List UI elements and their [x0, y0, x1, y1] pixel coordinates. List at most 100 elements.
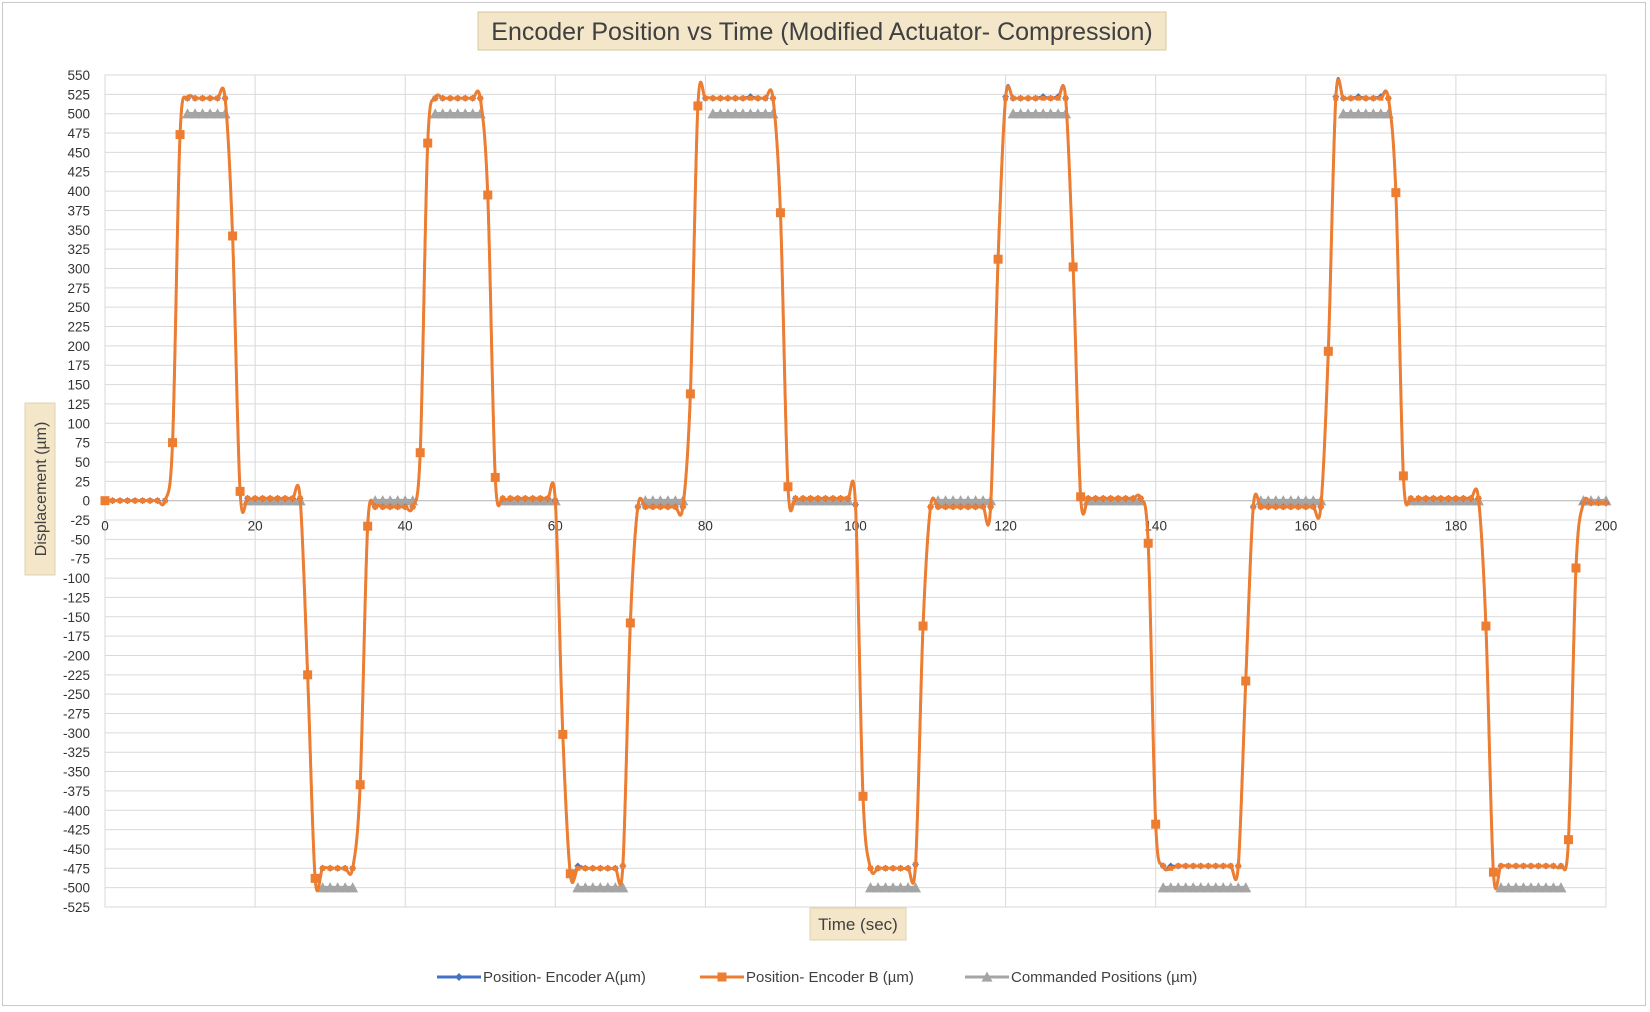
encoder-b-point-small — [1588, 500, 1594, 506]
commanded-point — [587, 882, 599, 893]
encoder-b-point-small — [1378, 95, 1384, 101]
y-tick-label: -525 — [63, 900, 90, 915]
encoder-b-point-small — [950, 504, 956, 510]
commanded-point — [609, 882, 621, 893]
encoder-b-point — [490, 472, 500, 482]
y-tick-label: -25 — [70, 513, 90, 528]
encoder-b-point-small — [410, 504, 416, 510]
y-tick-label: 500 — [67, 107, 90, 122]
commanded-point — [977, 495, 989, 506]
encoder-b-point-small — [1138, 495, 1144, 501]
commanded-point — [880, 882, 892, 893]
encoder-b-point — [1398, 471, 1408, 481]
commanded-point — [444, 108, 456, 119]
encoder-b-point-small — [868, 865, 874, 871]
encoder-b-point-small — [147, 498, 153, 504]
encoder-b-point-small — [1430, 495, 1436, 501]
commanded-point — [865, 882, 877, 893]
encoder-b-point-small — [1205, 863, 1211, 869]
y-tick-label: 100 — [67, 416, 90, 431]
encoder-b-point — [693, 101, 703, 111]
y-tick-label: -225 — [63, 668, 90, 683]
encoder-b-point-small — [110, 498, 116, 504]
encoder-b-point-small — [590, 865, 596, 871]
encoder-b-point-small — [275, 495, 281, 501]
legend-label: Commanded Positions (µm) — [1011, 969, 1197, 986]
encoder-b-point-small — [665, 504, 671, 510]
encoder-b-point-small — [470, 95, 476, 101]
commanded-point — [1187, 882, 1199, 893]
y-tick-label: 200 — [67, 339, 90, 354]
commanded-point — [1217, 882, 1229, 893]
encoder-b-point-small — [117, 498, 123, 504]
y-tick-label: -450 — [63, 842, 90, 857]
encoder-b-point-small — [725, 95, 731, 101]
encoder-b-point-small — [755, 95, 761, 101]
y-tick-label: -375 — [63, 784, 90, 799]
y-tick-label: 0 — [82, 494, 90, 509]
x-tick-label: 0 — [101, 519, 109, 534]
encoder-b-point-small — [245, 495, 251, 501]
encoder-b-point-small — [913, 861, 919, 867]
encoder-b-point-small — [612, 865, 618, 871]
encoder-b-point — [168, 438, 178, 448]
encoder-b-point — [1241, 676, 1251, 686]
x-tick-label: 20 — [248, 519, 263, 534]
commanded-point — [1037, 108, 1049, 119]
commanded-point — [1240, 882, 1252, 893]
commanded-point — [1022, 108, 1034, 119]
encoder-b-point-small — [267, 495, 273, 501]
encoder-b-point-small — [680, 504, 686, 510]
encoder-b-point-small — [965, 504, 971, 510]
encoder-b-point-small — [883, 865, 889, 871]
encoder-b-point-small — [1318, 504, 1324, 510]
commanded-point — [1232, 882, 1244, 893]
encoder-b-point-small — [282, 495, 288, 501]
commanded-point — [1210, 882, 1222, 893]
encoder-b-point-small — [522, 495, 528, 501]
encoder-b-point-small — [1415, 495, 1421, 501]
encoder-b-point-small — [973, 504, 979, 510]
commanded-point — [392, 495, 404, 506]
encoder-b-point-small — [515, 495, 521, 501]
encoder-b-point — [1068, 262, 1078, 272]
encoder-b-point-small — [1333, 95, 1339, 101]
encoder-b-point-small — [1010, 95, 1016, 101]
y-tick-label: 550 — [67, 68, 90, 83]
encoder-b-point-small — [605, 865, 611, 871]
y-tick-label: 225 — [67, 320, 90, 335]
y-tick-label: 325 — [67, 242, 90, 257]
encoder-b-point-small — [207, 95, 213, 101]
encoder-b-point-small — [1160, 863, 1166, 869]
chart-title-group: Encoder Position vs Time (Modified Actua… — [477, 11, 1167, 51]
encoder-b-point-small — [335, 865, 341, 871]
encoder-b-point-small — [1423, 495, 1429, 501]
encoder-b-point — [1143, 538, 1153, 548]
commanded-point — [1352, 108, 1364, 119]
encoder-b-point-small — [552, 498, 558, 504]
encoder-b-point-small — [507, 495, 513, 501]
encoder-b-point-small — [747, 95, 753, 101]
encoder-b-point-small — [732, 95, 738, 101]
y-tick-label: 75 — [75, 436, 90, 451]
commanded-point — [895, 882, 907, 893]
commanded-point — [647, 495, 659, 506]
encoder-b-point-small — [252, 495, 258, 501]
encoder-b-point-small — [545, 495, 551, 501]
commanded-point — [1202, 882, 1214, 893]
encoder-b-point-small — [125, 498, 131, 504]
legend-label: Position- Encoder B (µm) — [746, 969, 914, 986]
encoder-b-point-small — [1468, 495, 1474, 501]
commanded-point — [437, 108, 449, 119]
commanded-point — [707, 108, 719, 119]
encoder-b-point-small — [845, 495, 851, 501]
legend-item-3: Commanded Positions (µm) — [965, 969, 1197, 986]
encoder-b-point-small — [200, 95, 206, 101]
encoder-b-point-small — [800, 495, 806, 501]
commanded-point — [339, 882, 351, 893]
encoder-b-point — [858, 791, 868, 801]
encoder-b-point-small — [717, 95, 723, 101]
encoder-b-point-small — [597, 865, 603, 871]
encoder-b-point — [1391, 188, 1401, 198]
encoder-b-point-small — [1258, 504, 1264, 510]
